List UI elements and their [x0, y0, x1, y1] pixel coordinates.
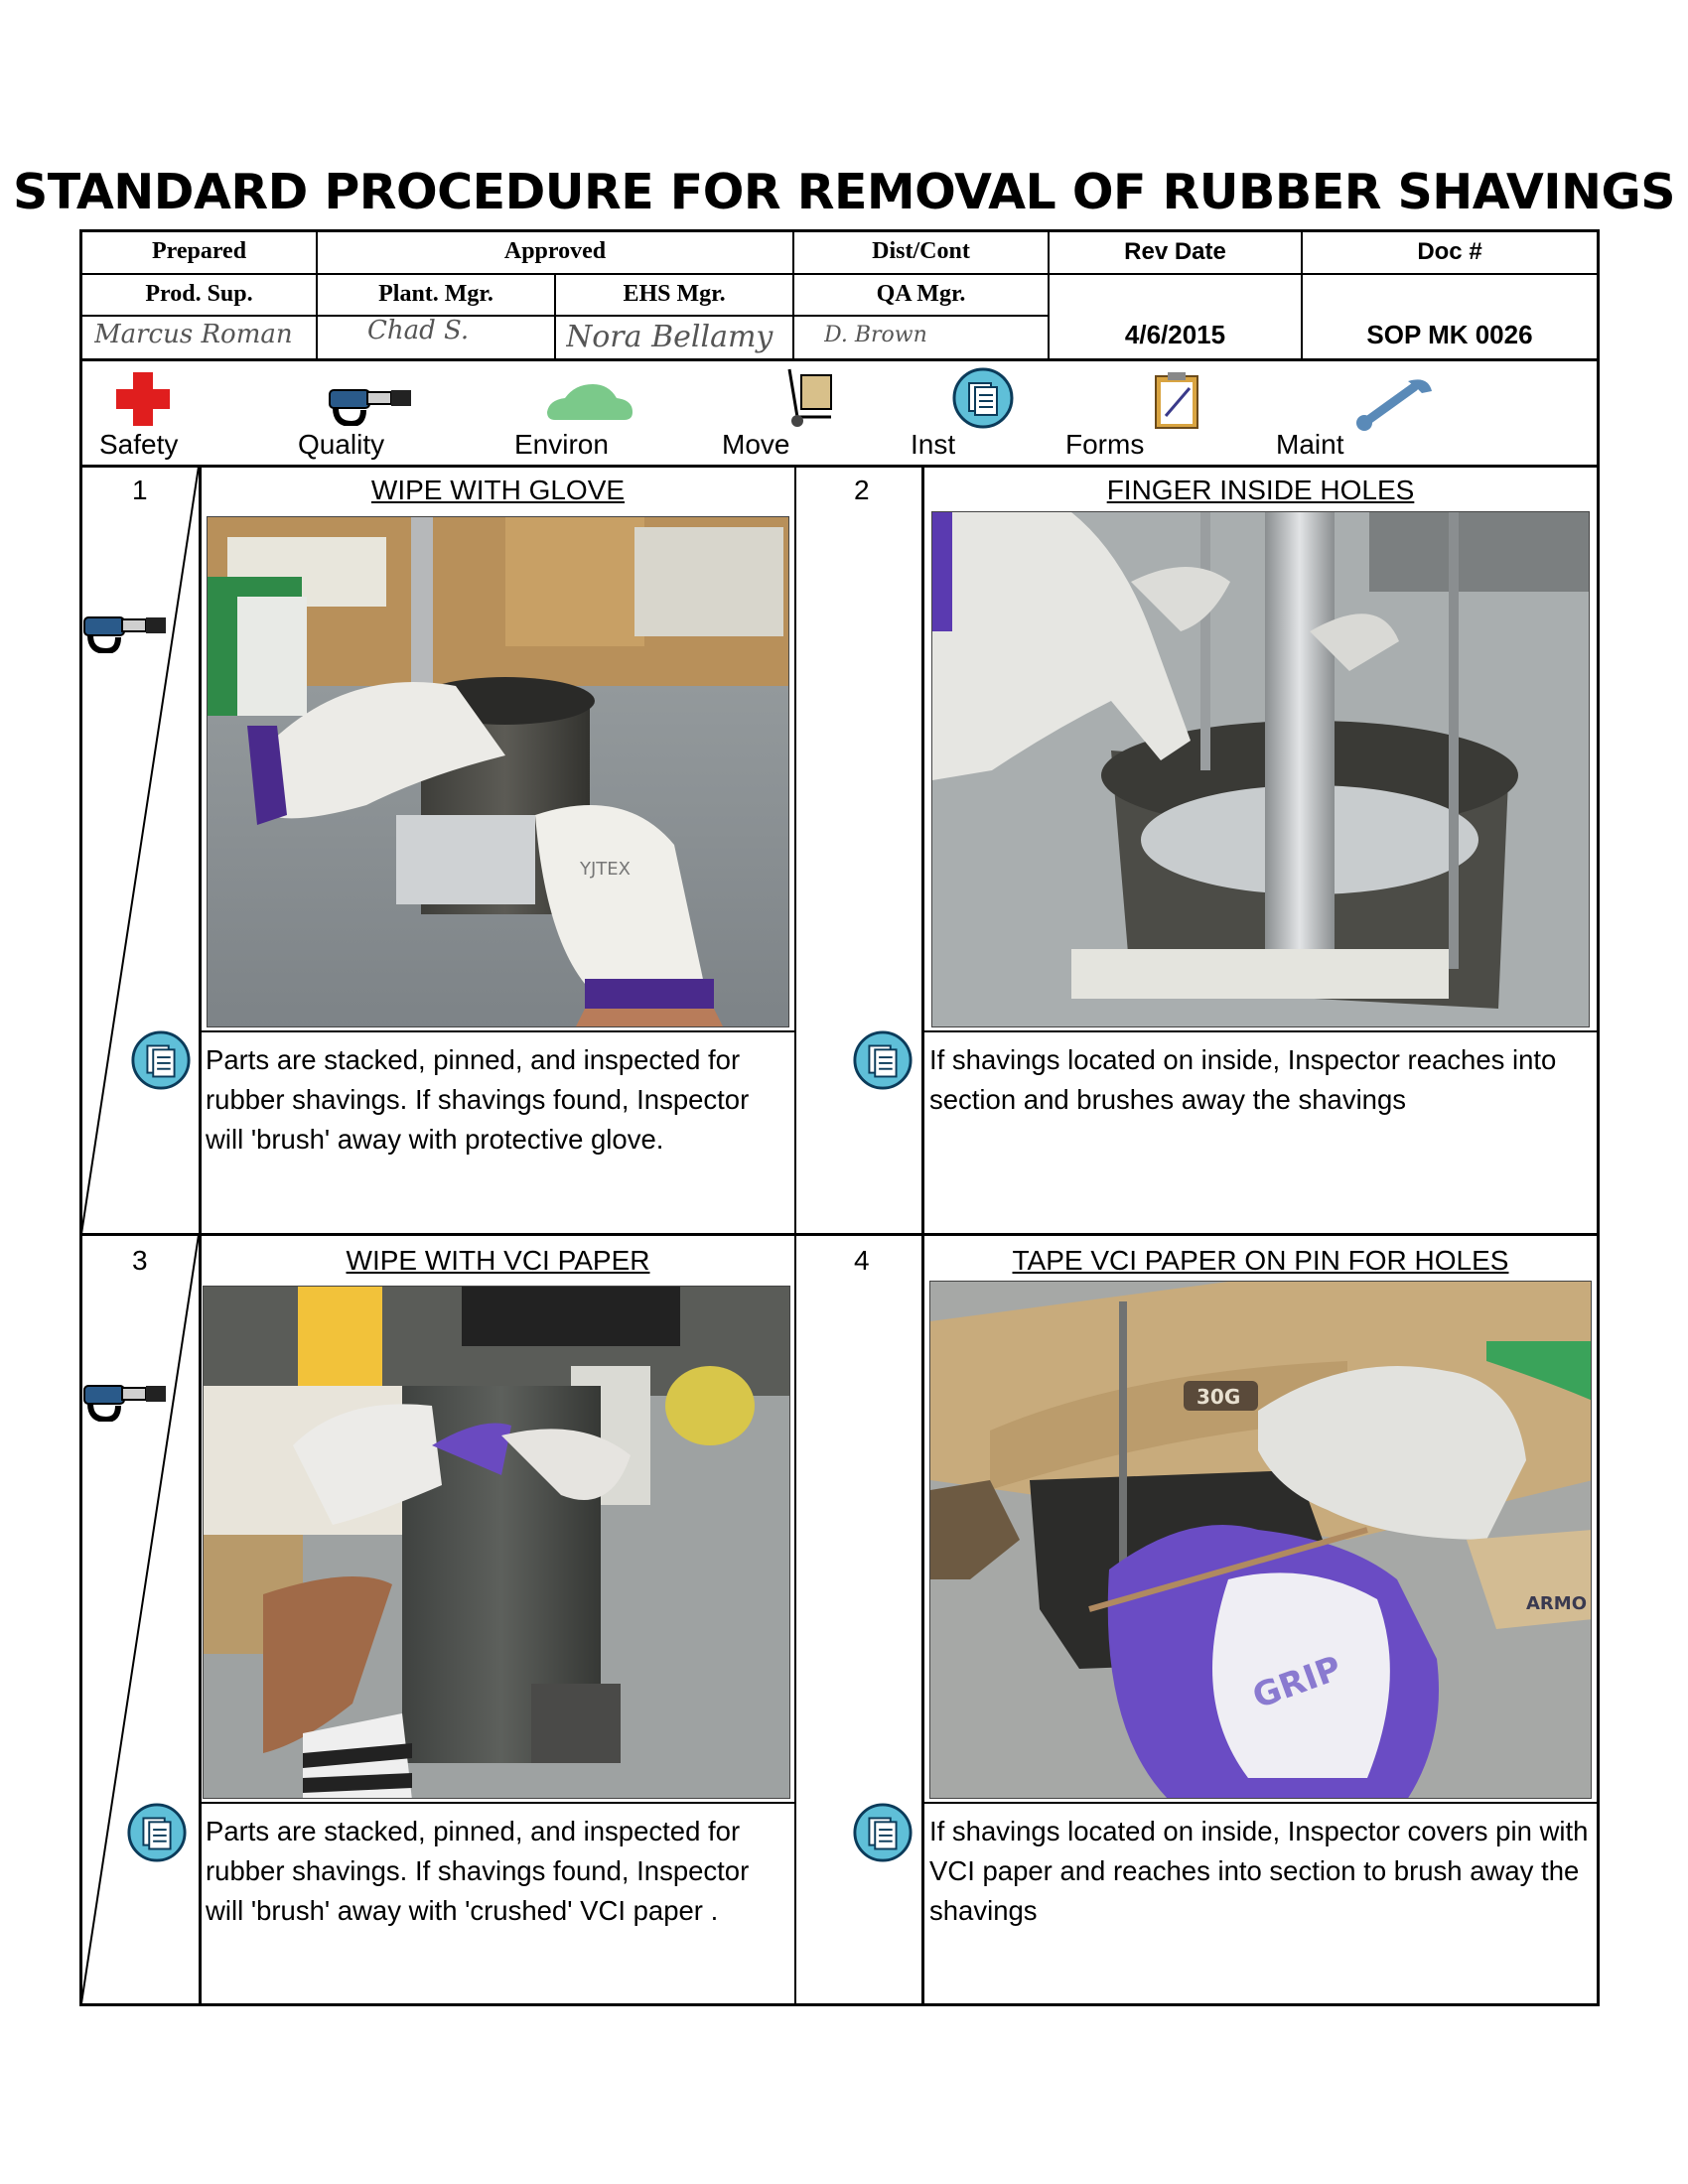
category-label-quality: Quality [298, 429, 385, 460]
photo-text: YJTEX [579, 859, 631, 880]
doc-number-value: SOP MK 0026 [1366, 320, 1533, 349]
signature-prod-sup: Marcus Roman [94, 320, 293, 349]
document-icon [131, 1030, 191, 1090]
diagonal-lines [80, 467, 200, 2004]
approved-label: Approved [503, 238, 607, 264]
description-line: shavings [929, 1895, 1038, 1926]
clipboard-icon [1155, 372, 1198, 429]
step-photo [203, 1286, 790, 1799]
prepared-label: Prepared [151, 238, 247, 264]
step-description: Parts are stacked, pinned, and inspected… [206, 1040, 791, 1160]
step-title: FINGER INSIDE HOLES [1106, 475, 1415, 505]
micrometer-icon [329, 389, 411, 426]
description-line: If shavings located on inside, Inspector… [929, 1816, 1589, 1846]
step-description: If shavings located on inside, Inspector… [929, 1812, 1595, 1931]
description-line: Parts are stacked, pinned, and inspected… [206, 1816, 741, 1846]
description-line: will 'brush' away with 'crushed' VCI pap… [206, 1895, 719, 1926]
step-description: Parts are stacked, pinned, and inspected… [206, 1812, 791, 1931]
wrench-icon [1356, 379, 1432, 431]
step-number: 3 [132, 1245, 148, 1276]
photo-text: ARMO [1526, 1593, 1587, 1614]
description-line: If shavings located on inside, Inspector… [929, 1044, 1557, 1075]
description-line: section and brushes away the shavings [929, 1084, 1407, 1115]
step-title: TAPE VCI PAPER ON PIN FOR HOLES [1012, 1245, 1509, 1276]
signature-ehs-mgr: Nora Bellamy [566, 320, 774, 354]
green-car-icon [547, 384, 633, 420]
dist-cont-label: Dist/Cont [872, 238, 970, 264]
photo-text: 30G [1196, 1385, 1240, 1409]
rev-date-label: Rev Date [1124, 238, 1226, 265]
description-line: will 'brush' away with protective glove. [206, 1124, 664, 1155]
step-title: WIPE WITH GLOVE [370, 475, 626, 505]
step-number: 1 [132, 475, 148, 505]
micrometer-icon [83, 616, 166, 653]
rev-date-value: 4/6/2015 [1124, 320, 1226, 349]
page-title: STANDARD PROCEDURE FOR REMOVAL OF RUBBER… [12, 164, 1676, 220]
category-label-maint: Maint [1276, 429, 1344, 460]
description-line: Parts are stacked, pinned, and inspected… [206, 1044, 741, 1075]
signature-plant-mgr: Chad S. [367, 316, 470, 345]
step-photo: 30G GRIP ARMO [929, 1281, 1592, 1799]
prod-sup-label: Prod. Sup. [145, 281, 253, 307]
micrometer-icon [83, 1385, 166, 1422]
qa-mgr-label: QA Mgr. [876, 281, 966, 307]
step-photo: YJTEX [207, 516, 789, 1027]
description-line: rubber shavings. If shavings found, Insp… [206, 1084, 750, 1115]
description-line: VCI paper and reaches into section to br… [929, 1855, 1580, 1886]
document-icon [952, 367, 1014, 429]
doc-number-label: Doc # [1417, 238, 1482, 265]
hand-truck-icon [787, 368, 832, 427]
step-photo [931, 511, 1590, 1027]
step-title: WIPE WITH VCI PAPER [346, 1245, 650, 1276]
document-icon [127, 1803, 187, 1862]
signature-qa-mgr: D. Brown [824, 323, 927, 347]
step-number: 2 [854, 475, 870, 505]
red-cross-icon [116, 372, 170, 426]
category-label-inst: Inst [911, 429, 956, 460]
document-icon [853, 1803, 913, 1862]
plant-mgr-label: Plant. Mgr. [378, 281, 493, 307]
category-label-forms: Forms [1065, 429, 1145, 460]
step-number: 4 [854, 1245, 870, 1276]
category-label-safety: Safety [99, 429, 179, 460]
category-label-move: Move [722, 429, 790, 460]
document-icon [853, 1030, 913, 1090]
step-description: If shavings located on inside, Inspector… [929, 1040, 1595, 1120]
ehs-mgr-label: EHS Mgr. [623, 281, 726, 307]
description-line: rubber shavings. If shavings found, Insp… [206, 1855, 750, 1886]
category-label-environ: Environ [514, 429, 609, 460]
